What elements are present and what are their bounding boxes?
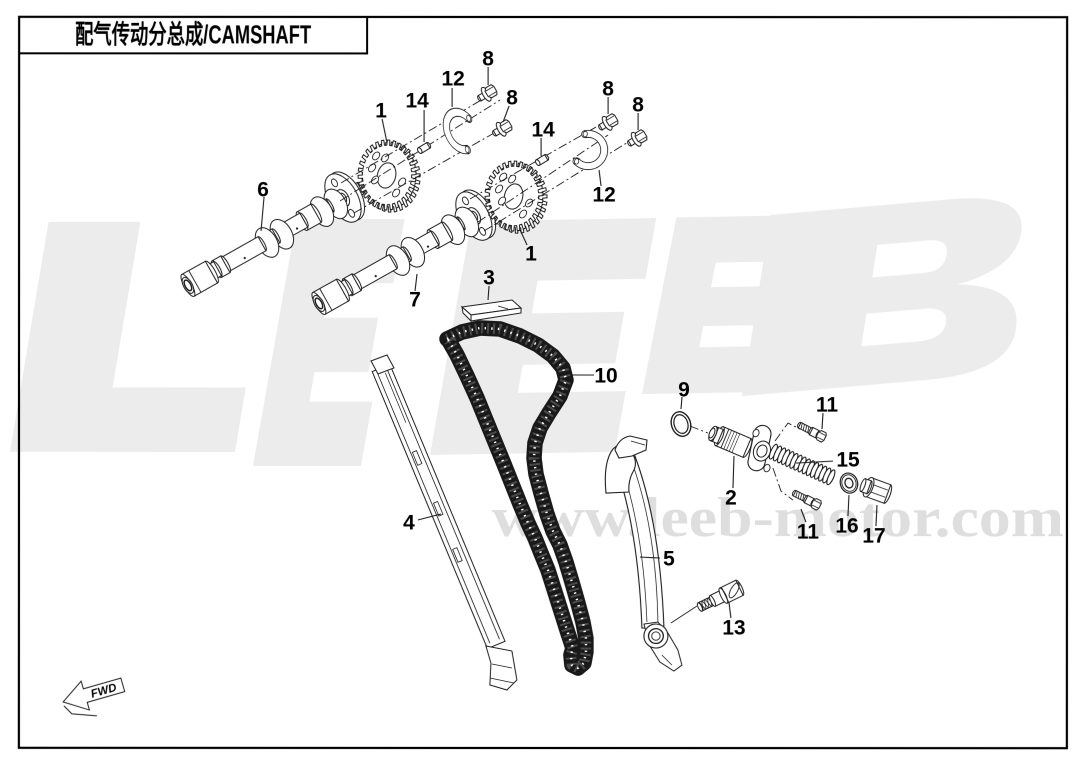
svg-text:10: 10: [594, 365, 617, 388]
svg-text:15: 15: [836, 449, 860, 472]
svg-text:14: 14: [405, 90, 429, 113]
svg-text:11: 11: [816, 394, 839, 417]
svg-text:5: 5: [663, 548, 675, 571]
svg-text:配气传动分总成/CAMSHAFT: 配气传动分总成/CAMSHAFT: [75, 19, 311, 49]
svg-text:12: 12: [441, 68, 464, 91]
svg-text:7: 7: [409, 289, 421, 312]
svg-text:3: 3: [483, 267, 495, 290]
svg-text:13: 13: [722, 617, 745, 640]
svg-text:14: 14: [531, 119, 555, 142]
svg-text:8: 8: [482, 48, 494, 71]
svg-text:6: 6: [257, 179, 269, 202]
svg-text:www.leeb-motor.com: www.leeb-motor.com: [492, 487, 1064, 549]
svg-text:12: 12: [592, 184, 615, 207]
svg-text:2: 2: [725, 487, 737, 510]
svg-text:1: 1: [525, 243, 537, 266]
svg-text:8: 8: [506, 87, 518, 110]
svg-text:17: 17: [862, 525, 885, 548]
svg-text:16: 16: [835, 515, 858, 538]
svg-text:9: 9: [678, 379, 690, 402]
svg-text:4: 4: [403, 512, 415, 535]
svg-text:1: 1: [375, 100, 387, 123]
svg-text:8: 8: [632, 94, 644, 117]
svg-text:11: 11: [797, 521, 820, 544]
svg-text:8: 8: [602, 78, 614, 101]
